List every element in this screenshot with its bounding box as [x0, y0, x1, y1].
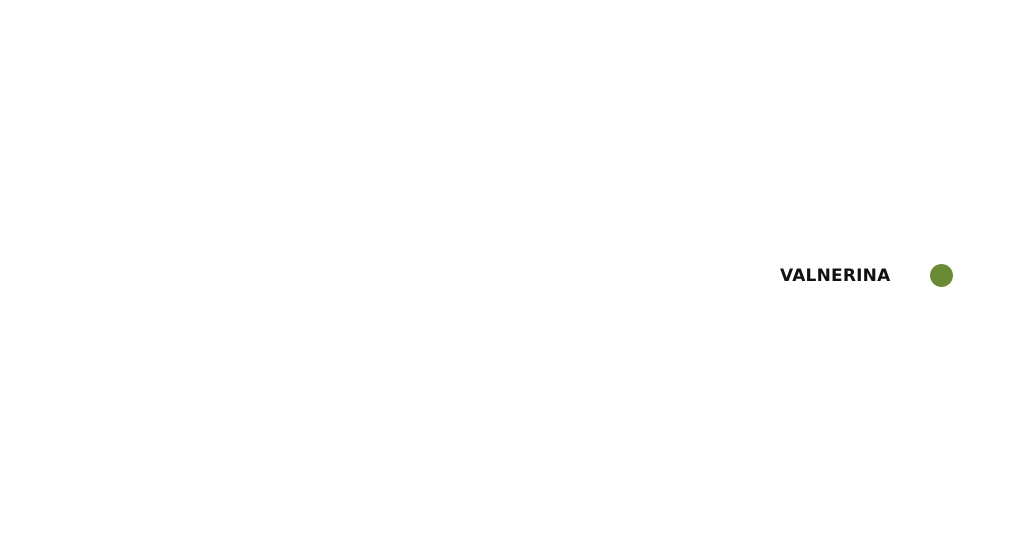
location-label[interactable]: VALNERINA — [780, 265, 891, 286]
location-marker-valnerina[interactable]: VALNERINA — [772, 258, 961, 293]
location-dot-icon[interactable] — [930, 264, 954, 287]
